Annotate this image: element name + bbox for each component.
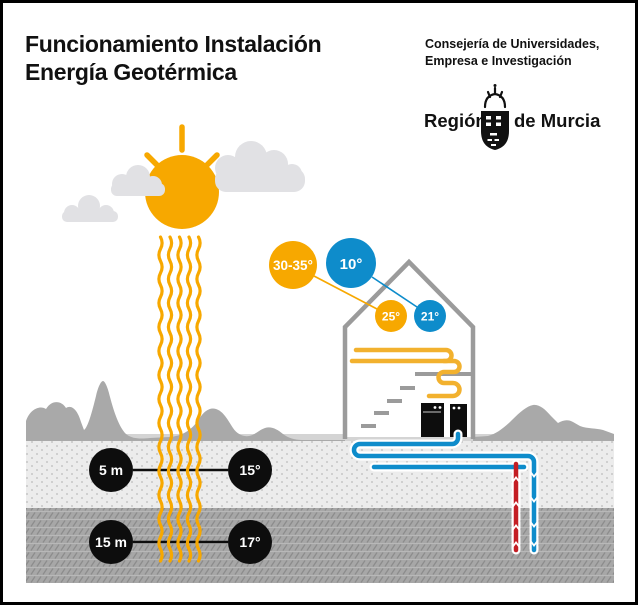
title-line-1: Funcionamiento Instalación [25, 31, 322, 57]
shield-castles [486, 116, 501, 146]
depth-marker-row-2: 15 m 17° [89, 520, 272, 564]
temp-bubble-outdoor [326, 238, 376, 288]
house-outline [342, 258, 476, 439]
logo-murcia-label: de Murcia [514, 110, 601, 131]
temp-bubble-warm-indoor [375, 300, 407, 332]
stairs [361, 386, 415, 428]
sun-icon [144, 124, 220, 229]
flow-arrows-down [529, 471, 539, 547]
depth-label: 15 m [95, 534, 127, 550]
temperature-circle [228, 448, 272, 492]
depth-circle [89, 448, 133, 492]
temp-bubble-heating [269, 241, 317, 289]
temperature-bubbles: 30-35° 10° 25° 21° [269, 238, 446, 332]
flow-arrows-up [511, 476, 521, 548]
depth-marker-row-1: 5 m 15° [89, 448, 272, 492]
mountain-silhouette-left [26, 381, 345, 441]
mountain-silhouette-right [473, 404, 614, 441]
depth-label: 5 m [99, 462, 123, 478]
temperature-circle [228, 520, 272, 564]
underfloor-heating-pipe [349, 347, 462, 399]
depth-circle [89, 520, 133, 564]
cloud-icon-right [215, 141, 305, 192]
bubble-label: 25° [382, 310, 400, 324]
murcia-coat-of-arms [481, 84, 509, 150]
cloud-icon-mid [111, 165, 165, 196]
org-line-2: Empresa e Investigación [425, 54, 572, 68]
bubble-connector-blue [371, 276, 418, 308]
org-line-1: Consejería de Universidades, [425, 37, 600, 51]
cloud-icon-left [62, 195, 118, 222]
crown-icon [483, 86, 507, 109]
bubble-label: 10° [340, 256, 363, 273]
ground-surface-strip [26, 434, 614, 442]
heat-pump-unit-left [421, 403, 444, 437]
bubble-label: 21° [421, 310, 439, 324]
page-title: Funcionamiento Instalación Energía Geoté… [25, 30, 322, 86]
heat-pump-unit-right [450, 404, 467, 437]
temperature-label: 17° [239, 534, 260, 550]
ground-loop-pipes [349, 429, 539, 555]
organization-name: Consejería de Universidades, Empresa e I… [425, 36, 599, 70]
bubble-label: 30-35° [273, 258, 313, 273]
house-contents [349, 347, 473, 437]
temp-bubble-comfort [414, 300, 446, 332]
title-line-2: Energía Geotérmica [25, 59, 237, 85]
logo-region-label: Región [424, 110, 487, 131]
bubble-connector-yellow [313, 275, 378, 310]
supply-pipe-cold [351, 431, 537, 553]
temperature-label: 15° [239, 462, 260, 478]
